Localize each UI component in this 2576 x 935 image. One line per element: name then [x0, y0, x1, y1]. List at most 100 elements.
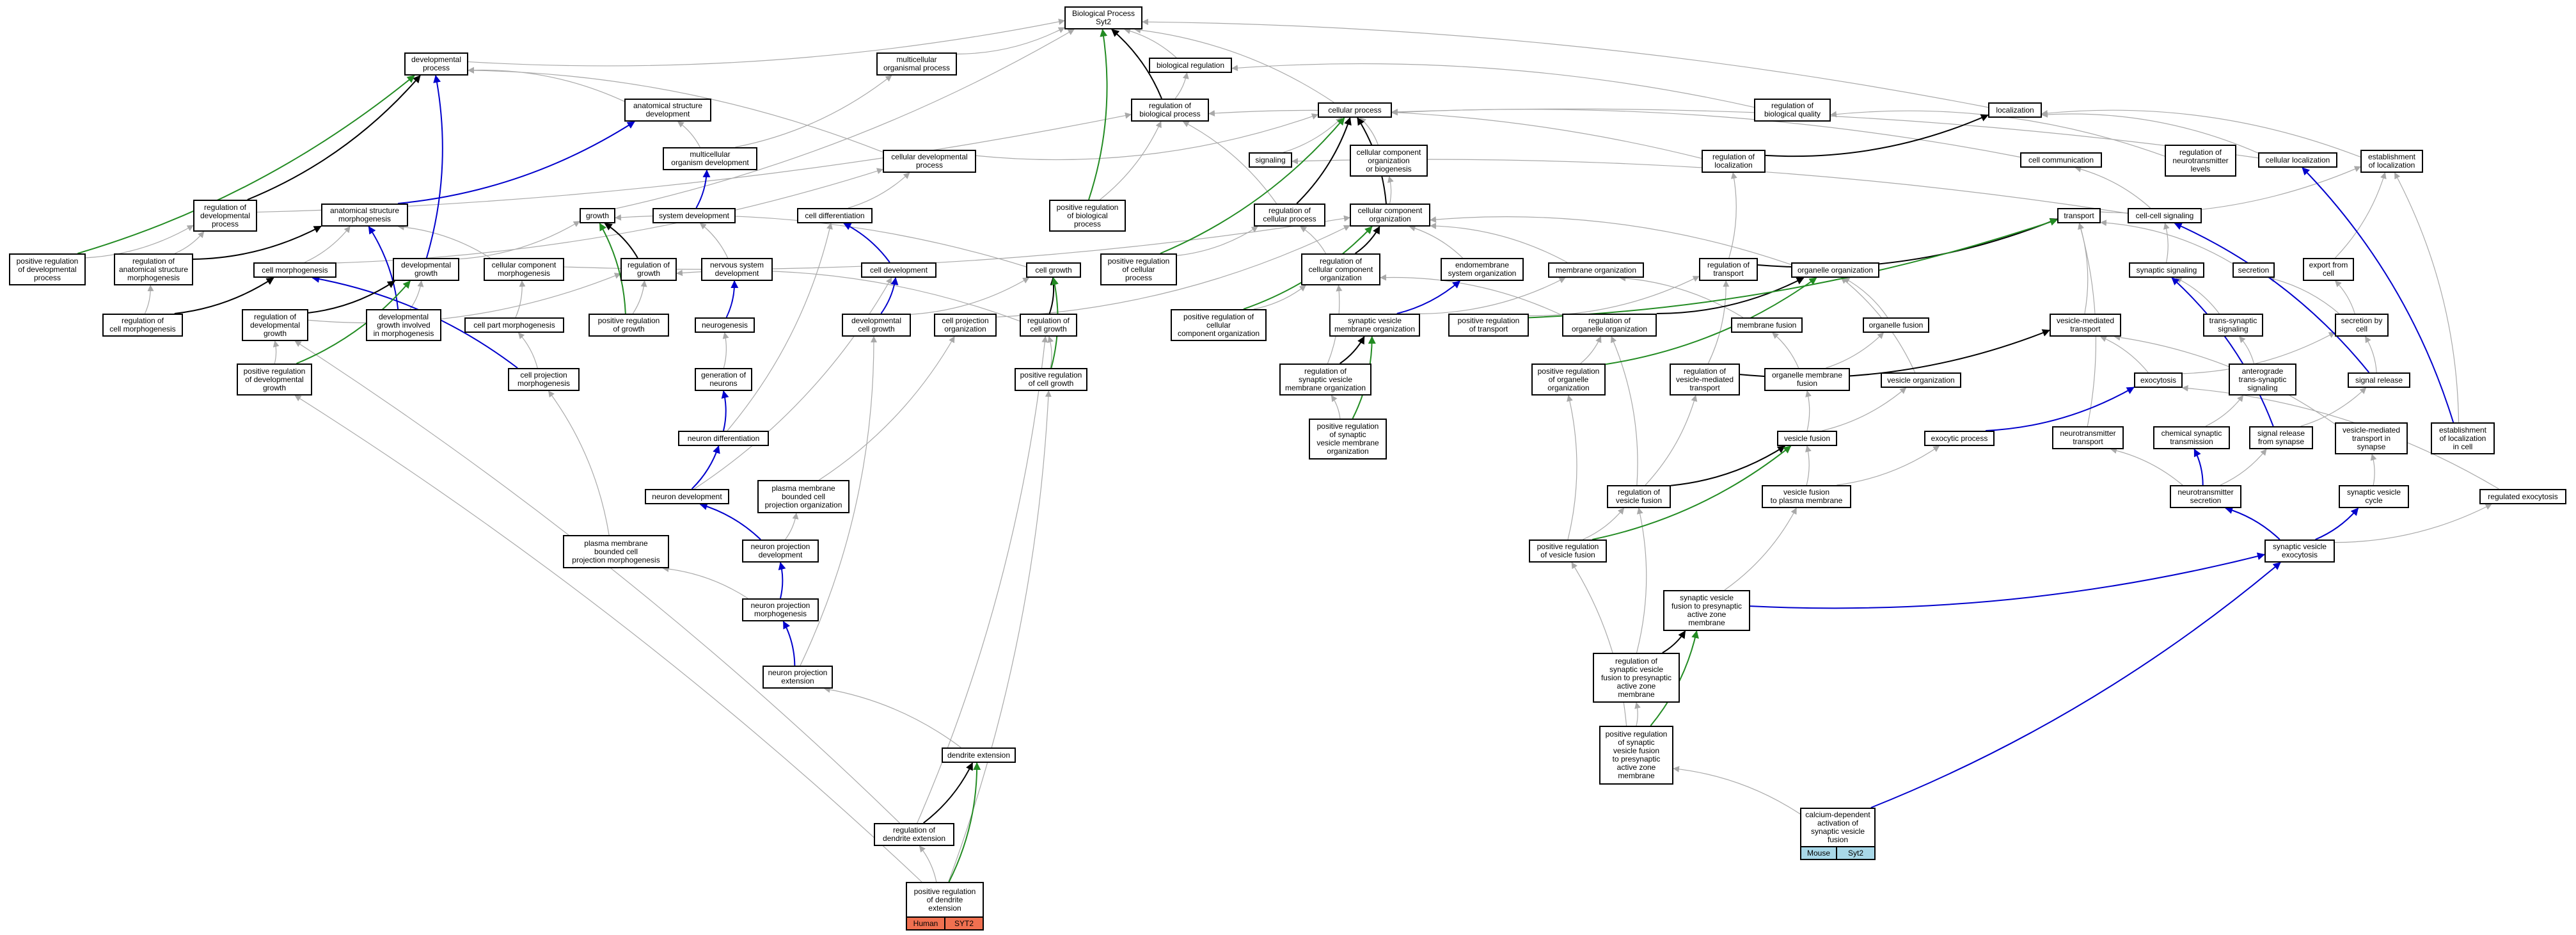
node-signaling[interactable]: signaling [1249, 152, 1292, 168]
node-regulation-of-cellular-component-organization[interactable]: regulation of cellular component organiz… [1301, 253, 1380, 285]
node-multicellular-organism-development[interactable]: multicellular organism development [663, 147, 757, 170]
node-cellular-component-morphogenesis[interactable]: cellular component morphogenesis [484, 258, 564, 281]
node-export-from-cell[interactable]: export from cell [2303, 258, 2354, 281]
node-establishment-of-localization[interactable]: establishment of localization [2360, 150, 2423, 173]
node-neuron-projection-morphogenesis[interactable]: neuron projection morphogenesis [742, 598, 819, 621]
node-neuron-projection-extension[interactable]: neuron projection extension [763, 666, 833, 689]
node-positive-regulation-of-synaptic-vesicle-membrane-organization[interactable]: positive regulation of synaptic vesicle … [1309, 419, 1387, 460]
node-organelle-membrane-fusion[interactable]: organelle membrane fusion [1764, 368, 1850, 391]
node-neuron-projection-development[interactable]: neuron projection development [742, 539, 819, 563]
node-secretion[interactable]: secretion [2232, 262, 2275, 278]
node-cellular-component-organization[interactable]: cellular component organization [1350, 204, 1430, 227]
node-biological-process-syt2[interactable]: Biological Process Syt2 [1064, 6, 1142, 29]
node-regulation-of-vesicle-fusion[interactable]: regulation of vesicle fusion [1607, 485, 1671, 508]
node-positive-regulation-of-cellular-component-organization[interactable]: positive regulation of cellular componen… [1171, 309, 1267, 341]
node-generation-of-neurons[interactable]: generation of neurons [695, 368, 752, 391]
node-synaptic-vesicle-fusion-to-presynaptic-active-zone-membrane[interactable]: synaptic vesicle fusion to presynaptic a… [1663, 590, 1750, 631]
node-regulation-of-vesicle-mediated-transport[interactable]: regulation of vesicle-mediated transport [1670, 364, 1740, 396]
node-membrane-fusion[interactable]: membrane fusion [1731, 317, 1803, 333]
node-cell-projection-morphogenesis[interactable]: cell projection morphogenesis [508, 368, 580, 391]
node-vesicle-mediated-transport-in-synapse[interactable]: vesicle-mediated transport in synapse [2335, 422, 2408, 454]
node-plasma-membrane-bounded-cell-projection-morphogenesis[interactable]: plasma membrane bounded cell projection … [563, 535, 669, 568]
node-regulation-of-growth[interactable]: regulation of growth [620, 258, 677, 281]
node-regulation-of-organelle-organization[interactable]: regulation of organelle organization [1562, 314, 1657, 337]
node-vesicle-mediated-transport[interactable]: vesicle-mediated transport [2050, 314, 2121, 337]
node-vesicle-fusion[interactable]: vesicle fusion [1777, 431, 1837, 446]
node-neurotransmitter-secretion[interactable]: neurotransmitter secretion [2170, 485, 2241, 508]
node-calcium-dependent-activation-of-synaptic-vesicle-fusion[interactable]: calcium-dependent activation of synaptic… [1800, 808, 1876, 847]
node-regulation-of-synaptic-vesicle-membrane-organization[interactable]: regulation of synaptic vesicle membrane … [1279, 364, 1371, 396]
node-regulation-of-biological-process[interactable]: regulation of biological process [1131, 99, 1209, 122]
node-nervous-system-development[interactable]: nervous system development [701, 258, 773, 281]
node-regulation-of-transport[interactable]: regulation of transport [1699, 258, 1758, 281]
node-positive-regulation-of-transport[interactable]: positive regulation of transport [1448, 314, 1529, 337]
node-growth[interactable]: growth [580, 208, 615, 223]
node-cell-development[interactable]: cell development [861, 262, 936, 278]
node-regulation-of-cell-morphogenesis[interactable]: regulation of cell morphogenesis [102, 314, 183, 337]
node-positive-regulation-of-organelle-organization[interactable]: positive regulation of organelle organiz… [1531, 364, 1606, 396]
node-organelle-organization[interactable]: organelle organization [1791, 262, 1879, 278]
node-developmental-process[interactable]: developmental process [404, 52, 468, 76]
node-positive-regulation-of-synaptic-vesicle-fusion[interactable]: positive regulation of synaptic vesicle … [1599, 726, 1673, 785]
node-positive-regulation-of-cell-growth[interactable]: positive regulation of cell growth [1015, 368, 1087, 391]
node-regulation-of-dendrite-extension[interactable]: regulation of dendrite extension [874, 823, 954, 846]
node-system-development[interactable]: system development [652, 208, 736, 223]
node-transport[interactable]: transport [2057, 208, 2101, 223]
node-localization[interactable]: localization [1988, 102, 2042, 118]
node-positive-regulation-of-growth[interactable]: positive regulation of growth [589, 314, 669, 337]
node-cell-growth[interactable]: cell growth [1026, 262, 1081, 278]
node-endomembrane-system-organization[interactable]: endomembrane system organization [1441, 258, 1524, 281]
node-multicellular-organismal-process[interactable]: multicellular organismal process [876, 52, 957, 76]
node-regulation-of-anatomical-structure-morphogenesis[interactable]: regulation of anatomical structure morph… [114, 253, 193, 285]
node-membrane-organization[interactable]: membrane organization [1548, 262, 1644, 278]
node-synaptic-vesicle-cycle[interactable]: synaptic vesicle cycle [2339, 485, 2409, 508]
node-exocytic-process[interactable]: exocytic process [1924, 431, 1995, 446]
node-regulation-of-biological-quality[interactable]: regulation of biological quality [1754, 99, 1831, 122]
node-developmental-growth-involved-in-morphogenesis[interactable]: developmental growth involved in morphog… [366, 309, 441, 341]
node-secretion-by-cell[interactable]: secretion by cell [2335, 314, 2389, 337]
node-anatomical-structure-development[interactable]: anatomical structure development [624, 99, 711, 122]
node-chemical-synaptic-transmission[interactable]: chemical synaptic transmission [2153, 426, 2230, 449]
node-cell-part-morphogenesis[interactable]: cell part morphogenesis [464, 317, 564, 333]
node-regulation-of-synaptic-vesicle-fusion[interactable]: regulation of synaptic vesicle fusion to… [1593, 653, 1680, 703]
node-positive-regulation-of-biological-process[interactable]: positive regulation of biological proces… [1049, 200, 1126, 232]
node-positive-regulation-of-vesicle-fusion[interactable]: positive regulation of vesicle fusion [1529, 539, 1607, 563]
node-cellular-localization[interactable]: cellular localization [2258, 152, 2337, 168]
node-cellular-process[interactable]: cellular process [1318, 102, 1392, 118]
node-establishment-of-localization-in-cell[interactable]: establishment of localization in cell [2431, 422, 2495, 454]
node-anatomical-structure-morphogenesis[interactable]: anatomical structure morphogenesis [321, 204, 408, 227]
node-cell-cell-signaling[interactable]: cell-cell signaling [2128, 208, 2202, 223]
node-synaptic-vesicle-membrane-organization[interactable]: synaptic vesicle membrane organization [1329, 314, 1420, 337]
node-neurogenesis[interactable]: neurogenesis [695, 317, 755, 333]
node-regulation-of-cellular-process[interactable]: regulation of cellular process [1254, 204, 1325, 227]
node-anterograde-trans-synaptic-signaling[interactable]: anterograde trans-synaptic signaling [2229, 364, 2296, 396]
node-dendrite-extension[interactable]: dendrite extension [942, 747, 1016, 763]
node-synaptic-vesicle-exocytosis[interactable]: synaptic vesicle exocytosis [2264, 539, 2335, 563]
node-neuron-differentiation[interactable]: neuron differentiation [678, 431, 769, 446]
node-cell-communication[interactable]: cell communication [2020, 152, 2102, 168]
node-developmental-growth[interactable]: developmental growth [393, 258, 459, 281]
node-neurotransmitter-transport[interactable]: neurotransmitter transport [2052, 426, 2124, 449]
node-vesicle-organization[interactable]: vesicle organization [1881, 372, 1961, 388]
node-organelle-fusion[interactable]: organelle fusion [1863, 317, 1929, 333]
node-positive-regulation-of-dendrite-extension[interactable]: positive regulation of dendrite extensio… [906, 882, 984, 918]
node-exocytosis[interactable]: exocytosis [2134, 372, 2183, 388]
node-cellular-developmental-process[interactable]: cellular developmental process [883, 150, 976, 173]
node-positive-regulation-of-developmental-growth[interactable]: positive regulation of developmental gro… [237, 364, 312, 396]
node-positive-regulation-of-developmental-process[interactable]: positive regulation of developmental pro… [9, 253, 86, 285]
node-regulated-exocytosis[interactable]: regulated exocytosis [2479, 489, 2566, 504]
node-regulation-of-localization[interactable]: regulation of localization [1702, 150, 1766, 173]
node-biological-regulation[interactable]: biological regulation [1149, 58, 1232, 73]
node-trans-synaptic-signaling[interactable]: trans-synaptic signaling [2203, 314, 2263, 337]
node-regulation-of-developmental-growth[interactable]: regulation of developmental growth [242, 309, 308, 341]
node-neuron-development[interactable]: neuron development [645, 489, 729, 504]
node-synaptic-signaling[interactable]: synaptic signaling [2129, 262, 2204, 278]
node-cell-morphogenesis[interactable]: cell morphogenesis [253, 262, 336, 278]
node-developmental-cell-growth[interactable]: developmental cell growth [842, 314, 911, 337]
node-cell-differentiation[interactable]: cell differentiation [797, 208, 873, 223]
node-cell-projection-organization[interactable]: cell projection organization [934, 314, 997, 337]
node-regulation-of-cell-growth[interactable]: regulation of cell growth [1020, 314, 1077, 337]
node-signal-release-from-synapse[interactable]: signal release from synapse [2249, 426, 2313, 449]
node-regulation-of-developmental-process[interactable]: regulation of developmental process [193, 200, 257, 232]
node-positive-regulation-of-cellular-process[interactable]: positive regulation of cellular process [1100, 253, 1177, 285]
